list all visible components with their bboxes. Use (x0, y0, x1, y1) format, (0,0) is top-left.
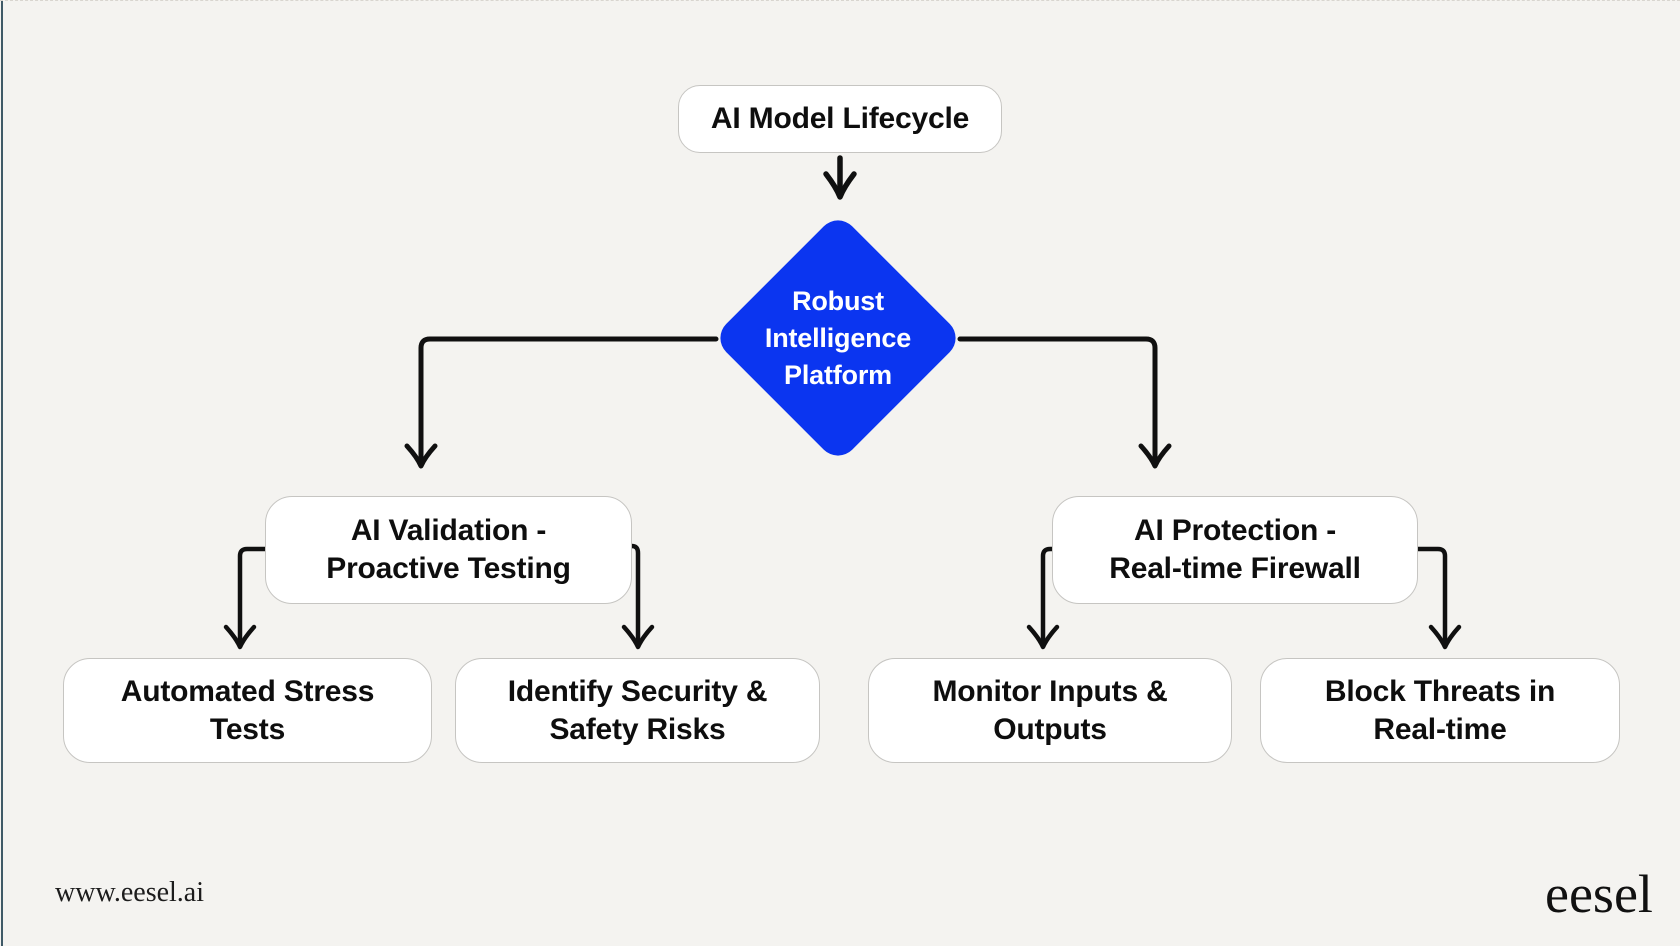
node-label-line: Monitor Inputs & (932, 674, 1168, 708)
node-label-line: Identify Security & (507, 674, 768, 708)
node-label-line: Automated Stress (120, 674, 375, 708)
flowchart-node-block-threats: Block Threats in Real-time (1260, 658, 1620, 763)
flowchart-node-ai-protection: AI Protection - Real-time Firewall (1052, 496, 1418, 604)
flowchart-node-automated-stress-tests: Automated Stress Tests (63, 658, 432, 763)
eesel-logo: eesel (1545, 864, 1653, 924)
node-label-line: Tests (209, 712, 286, 746)
arrow-root-to-decision (823, 155, 857, 200)
node-label-line: Proactive Testing (326, 552, 571, 585)
node-label-line: Real-time (1373, 712, 1507, 746)
flowchart-node-ai-validation: AI Validation - Proactive Testing (265, 496, 632, 604)
arrow-protection-to-monitor (1026, 546, 1060, 650)
arrow-decision-to-protection (957, 336, 1172, 469)
arrow-validation-to-risks (621, 543, 655, 650)
arrow-validation-to-stress (223, 546, 269, 650)
decision-diamond-label: Robust Intelligence Platform (728, 283, 948, 394)
node-label-line: AI Validation - (350, 514, 547, 547)
left-edge-line (1, 1, 3, 946)
decision-line: Robust (792, 286, 884, 316)
node-label-line: Outputs (993, 712, 1107, 746)
flowchart-node-ai-model-lifecycle: AI Model Lifecycle (678, 85, 1002, 153)
node-label-line: Block Threats in (1324, 674, 1556, 708)
decision-line: Platform (784, 360, 892, 390)
node-label-line: AI Protection - (1133, 514, 1336, 547)
node-label-line: Real-time Firewall (1109, 552, 1361, 585)
footer-website-url: www.eesel.ai (55, 877, 205, 908)
node-label: AI Model Lifecycle (710, 102, 970, 135)
arrow-protection-to-block (1414, 546, 1462, 650)
arrow-decision-to-validation (404, 336, 719, 469)
node-label-line: Safety Risks (549, 712, 726, 746)
decision-line: Intelligence (764, 323, 912, 353)
flowchart-node-monitor-inputs-outputs: Monitor Inputs & Outputs (868, 658, 1232, 763)
flowchart-node-identify-security-risks: Identify Security & Safety Risks (455, 658, 820, 763)
